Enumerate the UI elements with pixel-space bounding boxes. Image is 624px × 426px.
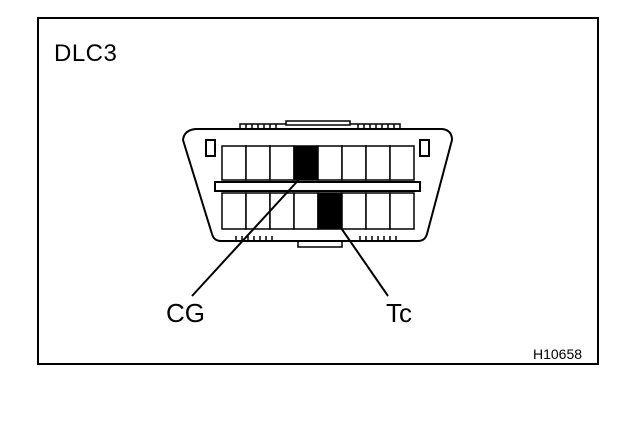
right-locating-tab — [419, 139, 430, 157]
top-latch-ridge — [239, 120, 401, 129]
connector-title: DLC3 — [54, 40, 118, 67]
lower-terminal-row — [221, 192, 415, 230]
figure-id: H10658 — [533, 346, 583, 362]
upper-terminal-row — [221, 145, 415, 181]
terminal-cg-pin — [293, 145, 319, 181]
tc-leader-line — [329, 211, 389, 297]
cg-leader-line — [191, 173, 305, 297]
terminal-tc-label: Tc — [386, 298, 412, 328]
left-locating-tab — [205, 139, 216, 157]
center-divider-bar — [214, 181, 421, 192]
connector-outline — [181, 128, 454, 242]
terminal-cg-label: CG — [166, 298, 205, 328]
